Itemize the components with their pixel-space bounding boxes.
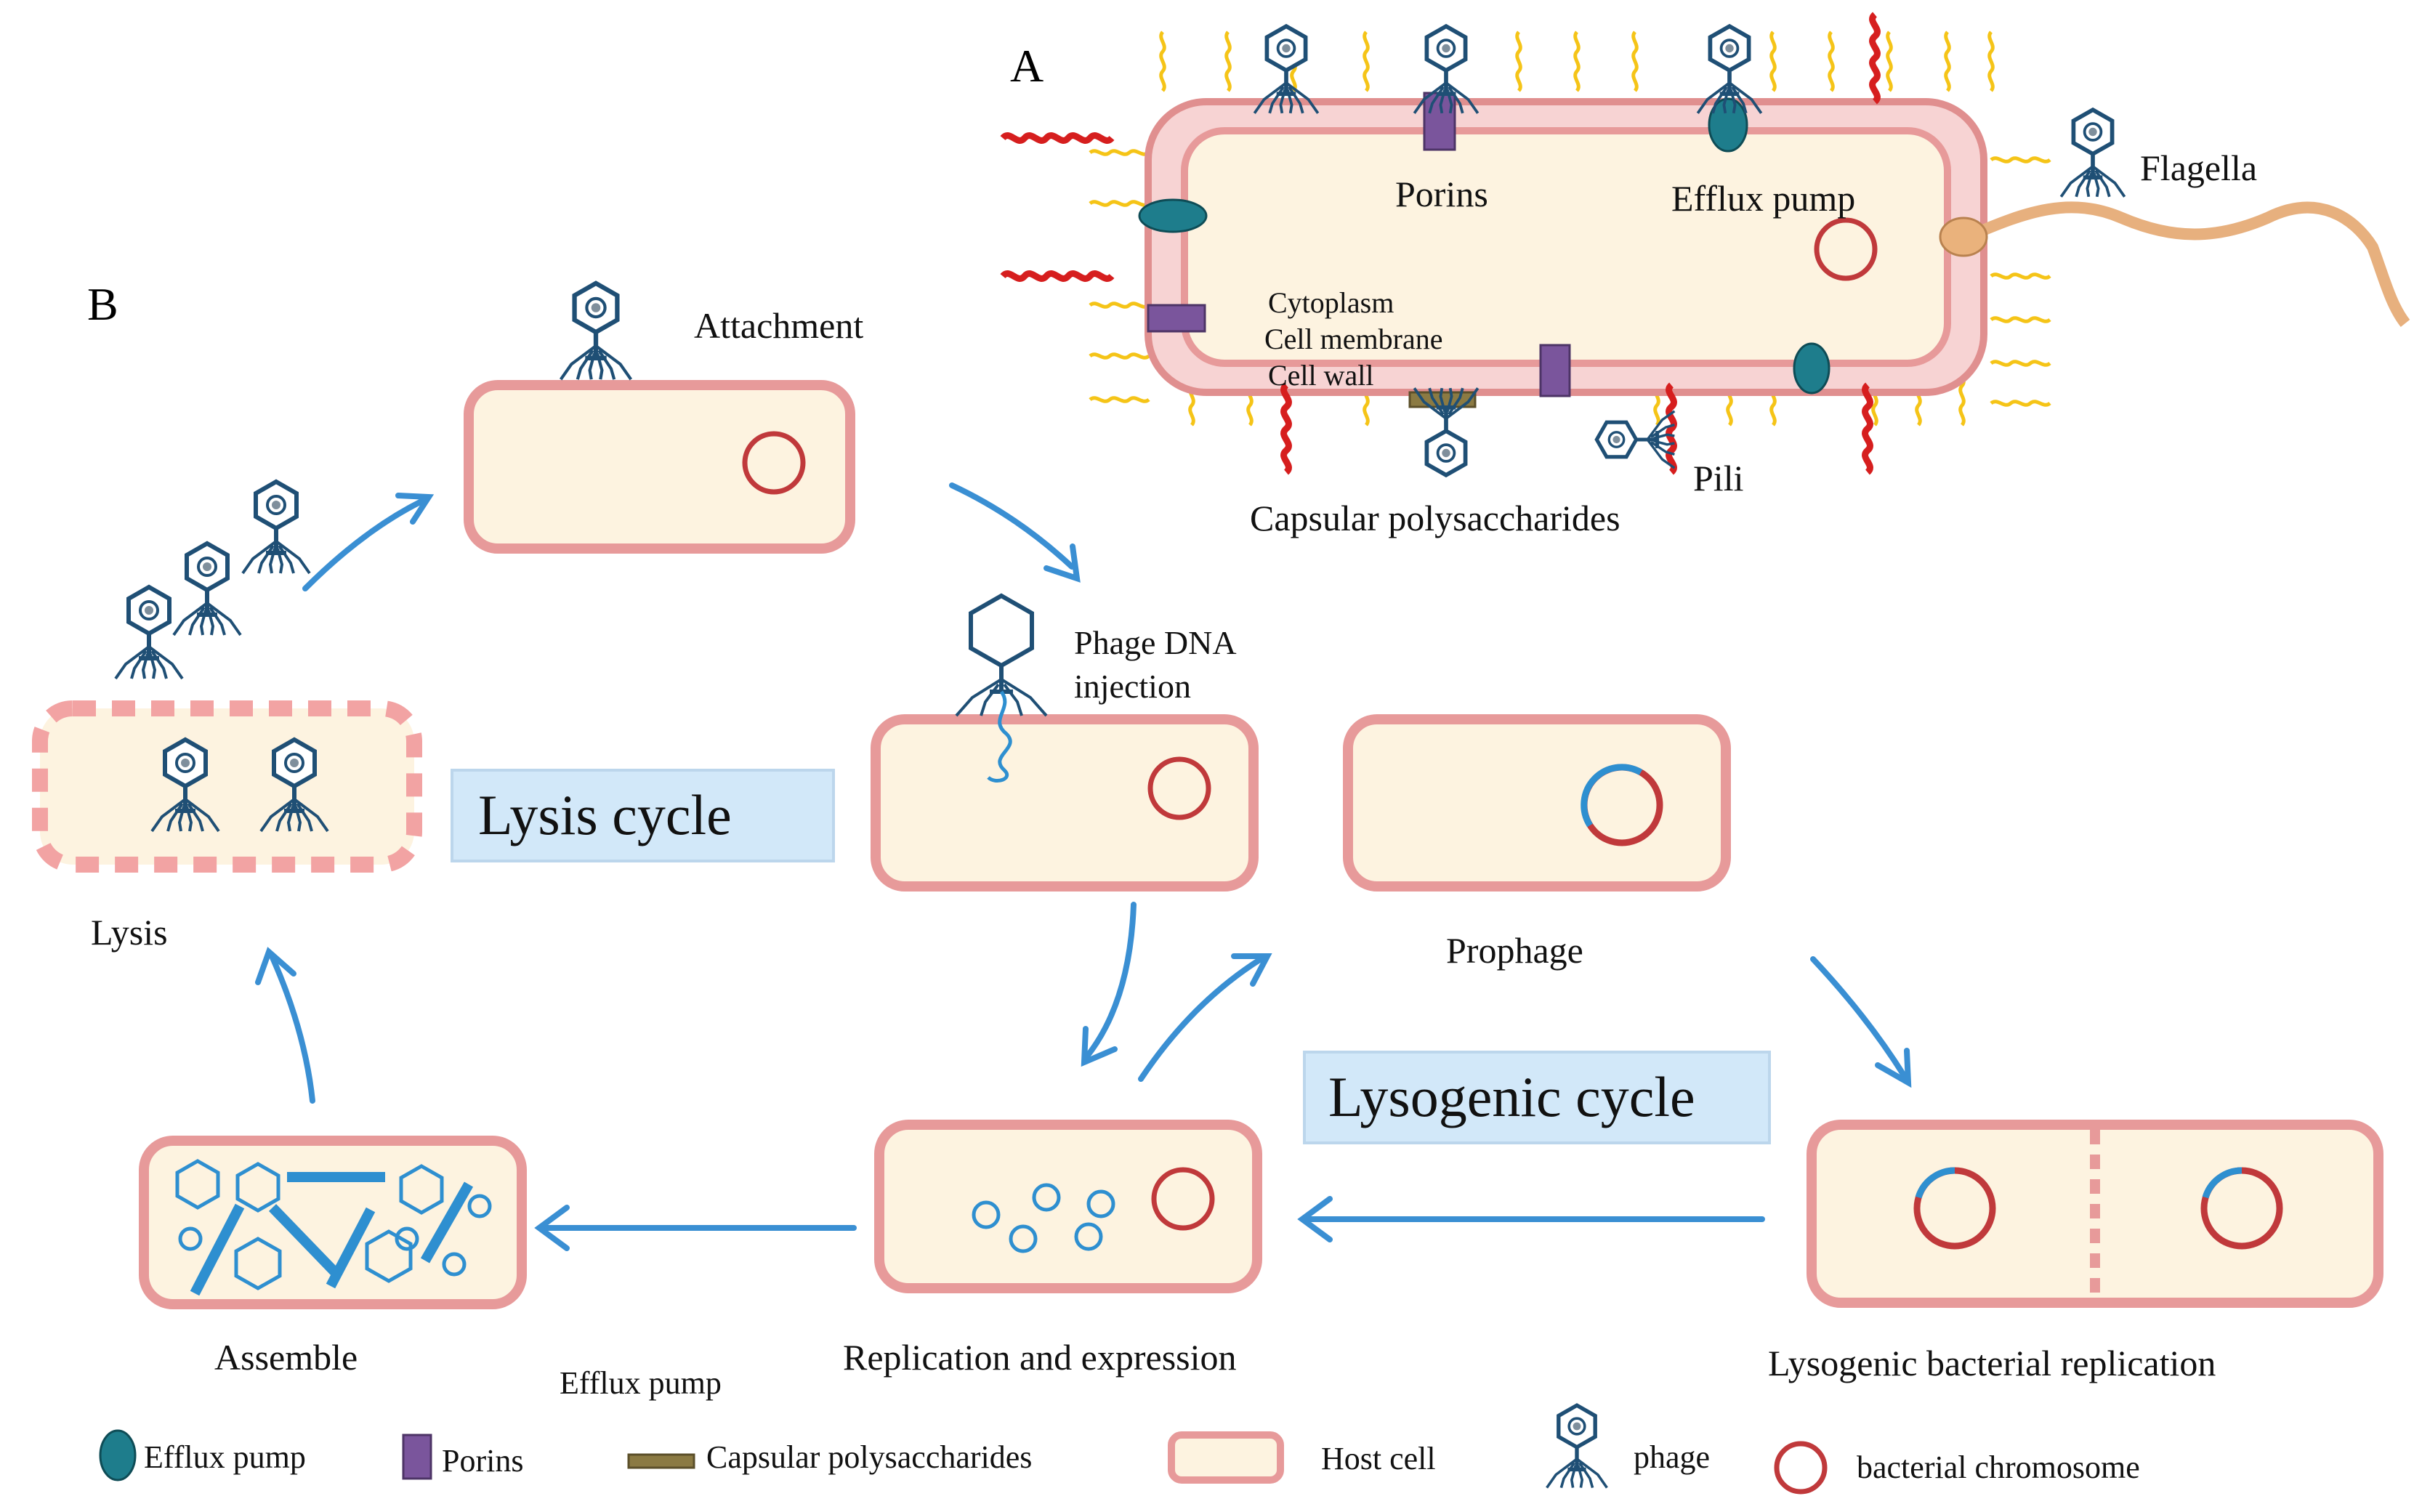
label-injection: injection <box>1074 668 1191 705</box>
attachment-cell <box>464 283 855 554</box>
label-lysis: Lysis <box>91 912 168 953</box>
label-lysogenic-replication: Lysogenic bacterial replication <box>1768 1343 2216 1383</box>
label-cell-membrane: Cell membrane <box>1264 323 1442 355</box>
legend-chromosome-swatch <box>1774 1441 1828 1495</box>
lysis-cycle-box <box>451 769 835 862</box>
replication-cell <box>874 1120 1262 1293</box>
phage-icon <box>1596 411 1674 468</box>
legend: Efflux pump Porins Capsular polysacchari… <box>99 1405 2140 1495</box>
arrow-assemble-to-lysis <box>270 955 315 1104</box>
legend-capsular-swatch <box>627 1453 695 1469</box>
label-efflux-pump-stray: Efflux pump <box>560 1365 722 1401</box>
arrow-attachment-to-injection <box>949 482 1075 570</box>
lysogenic-cycle-box <box>1303 1051 1771 1144</box>
arrow-prophage-to-dividing <box>1810 956 1907 1078</box>
legend-bacterial-chromosome: bacterial chromosome <box>1857 1450 2140 1485</box>
legend-host-cell: Host cell <box>1321 1441 1436 1476</box>
legend-phage: phage <box>1634 1439 1710 1475</box>
label-assemble: Assemble <box>214 1337 358 1378</box>
phage-icon <box>561 283 631 379</box>
phage-icon <box>174 543 241 635</box>
legend-porin-swatch <box>402 1434 432 1480</box>
cycle-arrows <box>255 482 1912 1251</box>
phage-icon <box>243 482 310 573</box>
legend-host-cell-swatch <box>1168 1431 1284 1484</box>
efflux-pump-bottom <box>1793 342 1830 395</box>
efflux-pump-top <box>1708 97 1748 153</box>
assemble-cell <box>139 1136 527 1309</box>
label-phage-dna: Phage DNA <box>1074 624 1237 661</box>
panel-b-label: B <box>87 278 118 330</box>
flagellum <box>1966 201 2410 327</box>
lysogenic-dividing-cell <box>1807 1120 2383 1308</box>
flagellum-base <box>1939 217 1988 257</box>
label-cytoplasm: Cytoplasm <box>1268 286 1394 319</box>
legend-phage-icon <box>1547 1405 1607 1487</box>
arrow-injection-to-replication <box>1083 902 1137 1060</box>
label-efflux-pump: Efflux pump <box>1671 178 1855 219</box>
label-prophage: Prophage <box>1446 930 1583 971</box>
label-capsular-polysaccharides: Capsular polysaccharides <box>1250 498 1620 538</box>
arrow-replication-to-prophage <box>1138 956 1264 1082</box>
bacterium-anatomy <box>1003 15 2410 475</box>
panel-a-label: A <box>1010 40 1044 92</box>
legend-capsular-polysaccharides: Capsular polysaccharides <box>706 1439 1032 1475</box>
label-cell-wall: Cell wall <box>1268 359 1374 392</box>
arrow-release-to-attachment <box>302 498 424 591</box>
porin-left <box>1147 304 1206 333</box>
bacterial-chromosome <box>1814 217 1878 281</box>
label-flagella: Flagella <box>2140 147 2257 188</box>
legend-efflux-swatch <box>99 1429 137 1481</box>
porin-bottom <box>1539 344 1571 397</box>
phage-icon <box>116 587 182 679</box>
efflux-pump-left <box>1138 198 1208 233</box>
legend-efflux-pump: Efflux pump <box>144 1439 306 1475</box>
legend-porins: Porins <box>442 1443 523 1479</box>
label-lysis-cycle: Lysis cycle <box>478 783 732 846</box>
lysis-cell <box>32 700 422 873</box>
injection-cell <box>871 593 1259 892</box>
label-attachment: Attachment <box>694 305 863 346</box>
prophage-cell <box>1343 714 1731 892</box>
integrated-phage-dna <box>1581 764 1643 828</box>
label-porins: Porins <box>1395 174 1488 214</box>
phage-dna-strand <box>987 690 1012 783</box>
phage-icon <box>2061 110 2124 197</box>
label-pili: Pili <box>1693 458 1743 498</box>
label-replication-expression: Replication and expression <box>843 1337 1237 1378</box>
label-lysogenic-cycle: Lysogenic cycle <box>1328 1065 1695 1128</box>
